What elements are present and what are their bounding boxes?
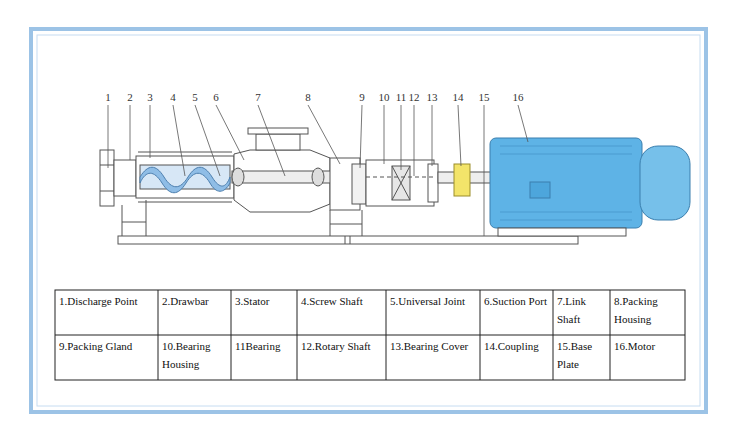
pump-drawing: [100, 128, 690, 244]
universal-joint: [312, 168, 324, 186]
table-border: [55, 290, 685, 380]
outer-frame: [31, 29, 706, 412]
callout-number: 3: [147, 91, 153, 103]
table-cell: 3.Stator: [231, 290, 297, 335]
table-cell: 8.Packing Housing: [610, 290, 685, 335]
leader-line: [108, 105, 109, 168]
table-cell: 9.Packing Gland: [55, 335, 158, 380]
bearing-housing: [366, 160, 434, 206]
callout-number: 2: [127, 91, 133, 103]
stator: [136, 156, 234, 198]
center-line: [366, 177, 434, 178]
callout-number: 9: [359, 91, 365, 103]
table-cell: 11Bearing: [231, 335, 297, 380]
discharge-pipe: [114, 160, 136, 196]
callout-number: 4: [170, 91, 176, 103]
callout-number: 15: [479, 91, 490, 103]
leader-line: [360, 105, 362, 168]
callout-number: 5: [192, 91, 198, 103]
discharge-bore: [100, 165, 114, 191]
table-cell: 16.Motor: [610, 335, 685, 380]
parts-table: [55, 290, 685, 380]
packing-gland: [352, 164, 366, 204]
callout-number: 6: [213, 91, 219, 103]
discharge-flange: [100, 150, 114, 206]
callout-number: 16: [513, 91, 524, 103]
motor-end-cap: [640, 146, 690, 220]
anchor-bolt: [345, 236, 350, 244]
callout-number: 13: [427, 91, 438, 103]
table-cell: 13.Bearing Cover: [386, 335, 480, 380]
support-leg: [330, 210, 362, 236]
bearing-cover: [428, 164, 438, 202]
table-column-lines: [158, 290, 610, 380]
table-cell: 7.Link Shaft: [553, 290, 610, 335]
motor-fins: [500, 146, 632, 220]
callout-number: 10: [379, 91, 390, 103]
table-cell: 14.Coupling: [480, 335, 553, 380]
bearing: [392, 166, 410, 200]
table-cell: 6.Suction Port: [480, 290, 553, 335]
callout-number: 12: [409, 91, 420, 103]
support-leg: [122, 200, 146, 236]
motor-body: [490, 138, 642, 228]
table-cell: 10.Bearing Housing: [158, 335, 231, 380]
screw-rotor: [140, 167, 230, 193]
leader-line: [518, 105, 528, 142]
motor-foot: [498, 228, 626, 236]
table-cell: 12.Rotary Shaft: [297, 335, 386, 380]
table-cell: 5.Universal Joint: [386, 290, 480, 335]
coupling: [454, 164, 470, 196]
leader-line: [173, 105, 185, 176]
callout-number: 11: [396, 91, 407, 103]
inner-frame: [37, 35, 700, 406]
leader-line: [384, 105, 385, 164]
table-row-line: [55, 335, 685, 336]
table-cell: 15.Base Plate: [553, 335, 610, 380]
leader-line: [216, 105, 244, 160]
base-plate: [118, 236, 578, 244]
callout-number: 8: [305, 91, 311, 103]
leader-line: [414, 105, 415, 176]
tie-rod: [138, 152, 232, 202]
leader-line: [458, 105, 461, 166]
table-cell: 2.Drawbar: [158, 290, 231, 335]
leader-line: [150, 105, 151, 158]
leader-line: [195, 105, 220, 176]
callout-number: 7: [255, 91, 261, 103]
terminal-box: [530, 182, 550, 198]
leader-line: [484, 105, 485, 236]
leader-lines: [108, 105, 528, 236]
table-cell: 1.Discharge Point: [55, 290, 158, 335]
leader-line: [308, 105, 340, 164]
suction-flange: [248, 128, 308, 134]
table-cell: 4.Screw Shaft: [297, 290, 386, 335]
leader-line: [258, 105, 285, 176]
universal-joint: [232, 168, 244, 186]
callout-number: 1: [105, 91, 111, 103]
leader-line: [130, 105, 131, 160]
leader-line: [432, 105, 433, 166]
bearing-cross: [392, 166, 410, 200]
suction-port: [256, 134, 300, 150]
leader-line: [401, 105, 402, 170]
callout-number: 14: [453, 91, 464, 103]
